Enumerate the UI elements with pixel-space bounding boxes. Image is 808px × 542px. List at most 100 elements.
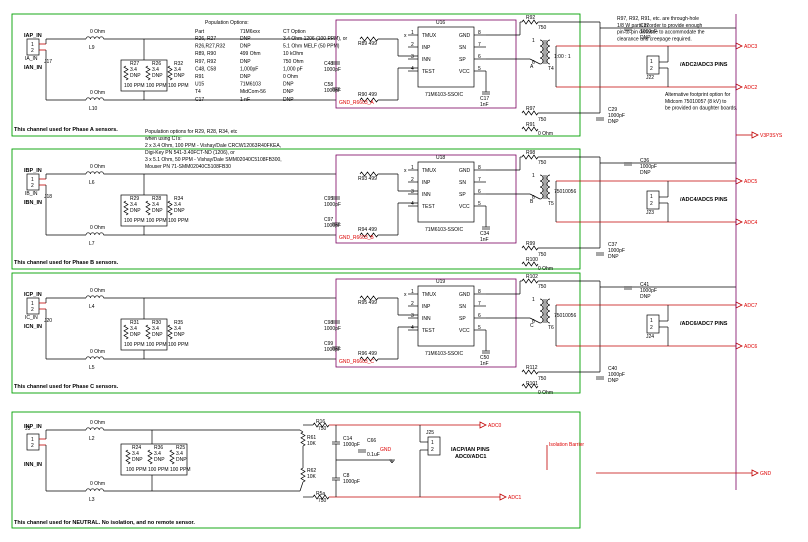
note-ct-line-1: when using CTs: <box>145 136 182 142</box>
col-ct: CT Option <box>283 29 306 35</box>
chip-pin-right-0: GND <box>459 33 471 39</box>
adc-top-label: ADC5 <box>744 179 758 185</box>
bottom-resistor-value: 750 <box>538 117 547 123</box>
adc-connector <box>646 314 660 334</box>
connector-name: IB_IN <box>25 191 38 197</box>
connector-name: IA_IN <box>25 56 38 62</box>
top-resistor-R92 <box>521 19 539 25</box>
input-p-label: IBP_IN <box>24 168 42 174</box>
pin-2: 2 <box>31 48 34 54</box>
burden-value-2: 3.4 <box>174 67 181 73</box>
pin-num-r-0: 8 <box>478 289 481 295</box>
adc-bottom-arrow <box>735 218 743 226</box>
series-resistor-a-label: R93 499 <box>358 176 377 182</box>
cap-r2-value: 1000pF <box>608 113 625 119</box>
inductor-value-top: 0 Ohm <box>90 420 105 426</box>
cap-a-value: 1000pF <box>324 326 341 332</box>
pin-num-l-1: 2 <box>411 177 414 183</box>
wire <box>529 193 541 200</box>
channel-frame <box>11 411 581 529</box>
transformer-primary-2 <box>539 51 544 59</box>
input-connector <box>26 38 40 56</box>
channel-description: This channel used for NEUTRAL. No isolat… <box>14 520 195 526</box>
note-ct-line-3: Digi-Key PN 541-3.40FCT-ND (1206), or <box>145 150 235 156</box>
inductor-value-top: 0 Ohm <box>90 164 105 170</box>
cap-r-dnp: DNP <box>640 294 651 300</box>
phase-letter: B <box>530 199 534 205</box>
adc-pins-label-1: IACP/IAN PINS <box>451 447 490 453</box>
chip-part-number: 71M6103-SSOIC <box>425 227 463 233</box>
transformer-primary-1 <box>539 180 544 188</box>
series-resistor-b <box>359 97 379 103</box>
inductor-value-top: 0 Ohm <box>90 29 105 35</box>
cap-3-ref: C8 <box>343 473 350 479</box>
adc-top-arrow <box>735 177 743 185</box>
note-th-line-0: R97, R92, R91, etc. are through-hole <box>617 16 699 22</box>
inductor-ref-top: L6 <box>89 180 95 186</box>
channel-phase-a: This channel used for Phase A sensors. IA… <box>11 13 758 137</box>
inductor-ref-top: L4 <box>89 304 95 310</box>
v3p3-arrow <box>751 131 759 139</box>
burden-dnp-2: DNP <box>176 457 187 463</box>
chip-part-number: 71M6103-SSOIC <box>425 92 463 98</box>
cap-1-value: 1000pF <box>343 442 360 448</box>
burden-dnp-1: DNP <box>154 457 165 463</box>
population-title: Population Options: <box>205 20 249 26</box>
connector-name: IC_IN <box>25 315 38 321</box>
series-bottom-value: 750 <box>318 498 327 504</box>
series-resistor-b-label: R96 499 <box>358 351 377 357</box>
ground-resistor-ref: R100 <box>526 257 538 263</box>
transformer-secondary-3 <box>546 192 551 200</box>
inductor-L7 <box>85 232 104 236</box>
burden-value-1: 3.4 <box>152 202 159 208</box>
pin-num-r-0: 8 <box>478 165 481 171</box>
pop-ct-6: DNP <box>283 82 294 88</box>
cap-b-ref: C58 <box>324 82 333 88</box>
cap-2-ref: C66 <box>367 438 376 444</box>
cap-t-value: 1nF <box>480 237 489 243</box>
connector-ref: J3 <box>25 426 31 432</box>
pin-num-l-3: 4 <box>411 201 414 207</box>
chip-U18 <box>417 161 475 223</box>
pop-part-2: R89, R90 <box>195 51 216 57</box>
note-fp-line-0: Alternative footprint option for <box>665 92 731 98</box>
burden-value-2: 3.4 <box>176 451 183 457</box>
chip-pin-right-2: SP <box>459 57 466 63</box>
chip-U16 <box>417 26 475 88</box>
transformer-primary-0 <box>539 39 544 47</box>
burden-ref-0: R29 <box>130 196 139 202</box>
xfmr-pin-1: 1 <box>532 38 535 44</box>
pop-71m-2: 499 Ohm <box>240 51 261 57</box>
series-resistor-b-label: R90 499 <box>358 92 377 98</box>
cap-r2-value: 1000pF <box>608 248 625 254</box>
transformer-secondary-2 <box>546 310 551 318</box>
bottom-resistor-R112 <box>521 369 539 375</box>
top-resistor-ref: R92 <box>526 15 535 21</box>
burden-ppm-2: 100 PPM <box>170 467 191 473</box>
transformer-primary-0 <box>539 174 544 182</box>
burden-ref-1: R26 <box>152 61 161 67</box>
transformer-ref: T5 <box>548 201 554 207</box>
inductor-L9 <box>85 36 104 40</box>
burden-resistor-R25 <box>169 449 175 465</box>
adc-top-label: ADC7 <box>744 303 758 309</box>
channel-description: This channel used for Phase A sensors. <box>14 127 118 133</box>
ground-resistor-value: 0 Ohm <box>538 131 553 137</box>
burden-resistor-R26 <box>145 65 151 81</box>
ground-resistor-R91 <box>521 126 539 132</box>
inductor-ref-bot: L7 <box>89 241 95 247</box>
j-pin-2: 2 <box>431 447 434 453</box>
chip-pin-left-2: INN <box>422 192 431 198</box>
burden-ref-2: R32 <box>174 61 183 67</box>
nc-mark: x <box>404 33 407 39</box>
cap-r-value: 1000pF <box>640 164 657 170</box>
cap-b-value: 1000pF <box>324 223 341 229</box>
isolation-barrier-label: Isolation Barrier <box>549 442 584 448</box>
burden-ppm-1: 100 PPM <box>148 467 169 473</box>
burden-dnp-0: DNP <box>130 208 141 214</box>
chip-U19 <box>417 285 475 347</box>
chip-pin-left-3: TEST <box>422 69 435 75</box>
chip-pin-right-0: GND <box>459 168 471 174</box>
transformer-primary-2 <box>539 310 544 318</box>
